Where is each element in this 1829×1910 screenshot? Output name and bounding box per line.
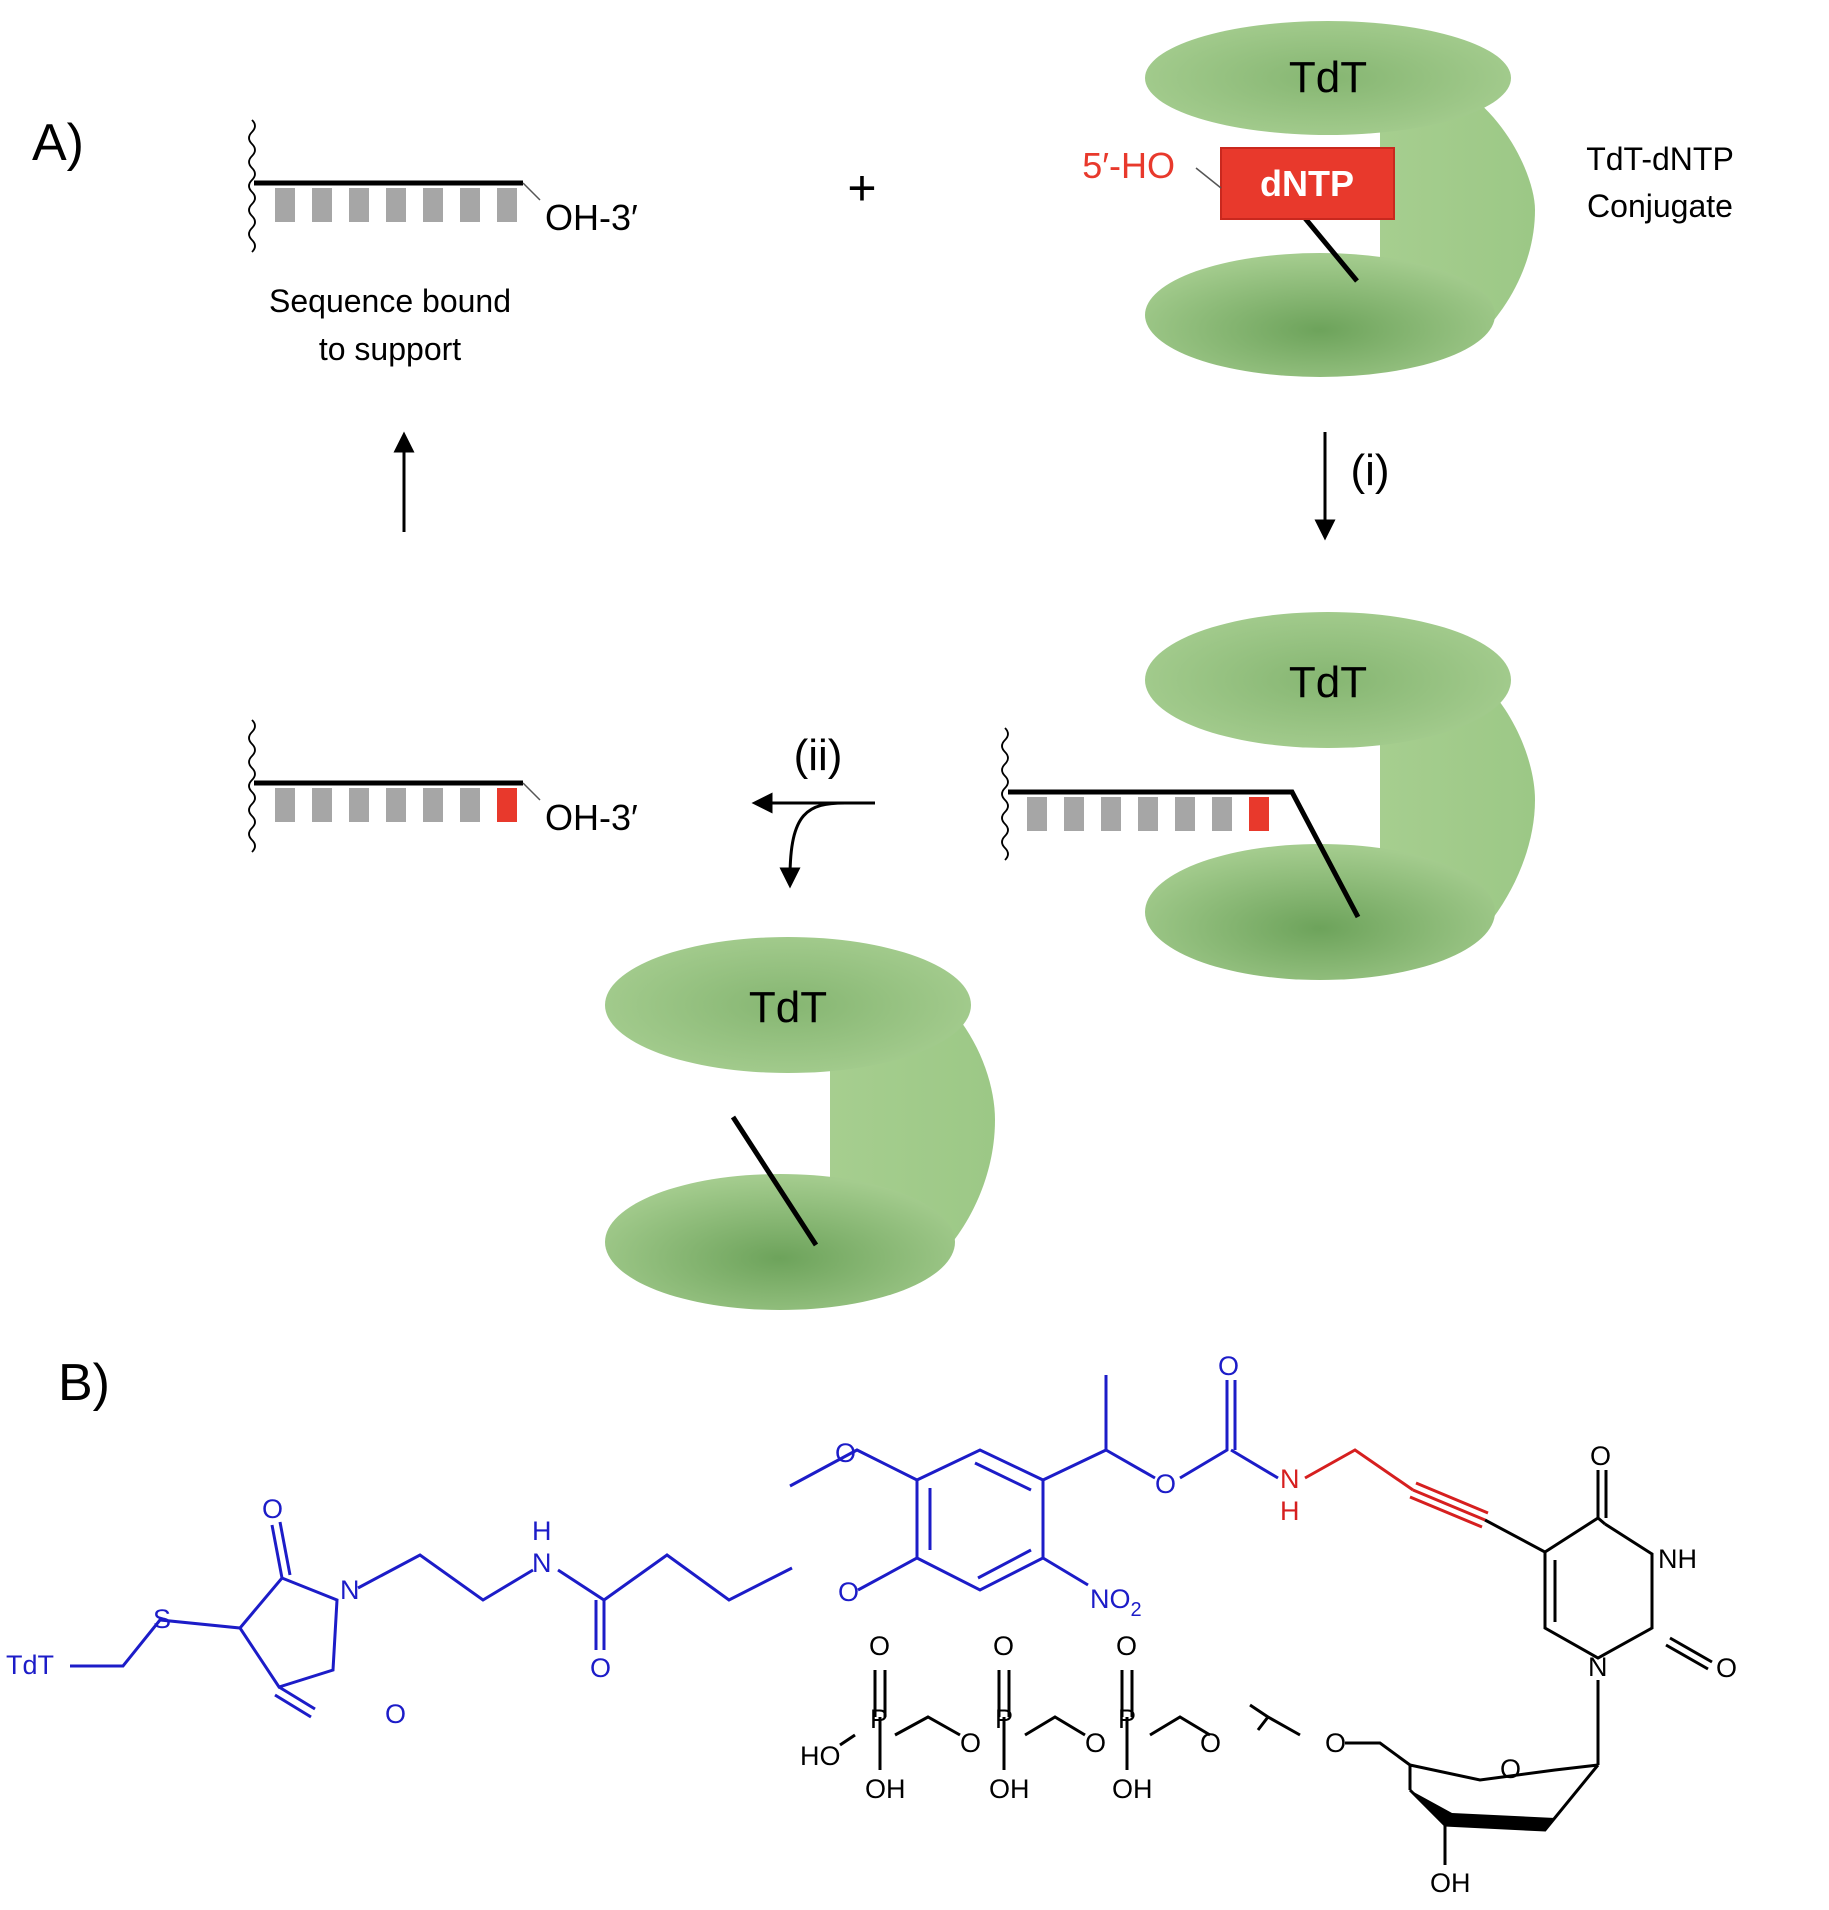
propargyl-bonds xyxy=(1304,1448,1489,1529)
tether-line xyxy=(1275,789,1361,919)
tdt-bottom-lobe xyxy=(605,1174,955,1310)
support-strand-top: OH-3′ Sequence bound to support xyxy=(248,119,638,367)
panel-a-label: A) xyxy=(32,114,84,172)
oxygen-atom: O xyxy=(1218,1351,1239,1381)
nh-atom: NH xyxy=(1658,1544,1697,1574)
support-wavy-line xyxy=(1001,727,1009,861)
base-blocks xyxy=(275,188,517,222)
oxygen-atom: O xyxy=(1085,1728,1106,1758)
phosphorus-atom: P xyxy=(995,1704,1013,1734)
oh3-label-top: OH-3′ xyxy=(545,197,638,238)
tdt-label: TdT xyxy=(749,983,827,1032)
panel-b-label: B) xyxy=(58,1354,110,1412)
nitrogen-atom: N xyxy=(340,1575,360,1605)
step-ii-arrows: (ii) xyxy=(751,731,875,889)
oxygen-atom: O xyxy=(1590,1441,1611,1471)
tdt-top-lobe xyxy=(1145,612,1511,748)
tdt-top-lobe xyxy=(1145,21,1511,135)
plus-sign: + xyxy=(847,160,876,216)
nitrogen-atom: N xyxy=(1588,1652,1608,1682)
oh-connector xyxy=(522,182,541,201)
tdt-bottom-lobe xyxy=(1145,253,1495,377)
oxygen-atom: O xyxy=(993,1631,1014,1661)
tdt-label: TdT xyxy=(1289,658,1367,707)
oxygen-atom: O xyxy=(1200,1728,1221,1758)
hydrogen-atom: H xyxy=(532,1516,552,1546)
new-base-block xyxy=(497,788,517,822)
propargyl-atoms: N H xyxy=(1280,1464,1300,1526)
five-ho-connector xyxy=(1195,167,1222,189)
oxygen-atom: O xyxy=(869,1631,890,1661)
oxygen-atom: O xyxy=(1325,1728,1346,1758)
tdt-label: TdT xyxy=(1289,53,1367,102)
tdt-strand-complex: TdT xyxy=(1001,612,1535,980)
oxygen-atom: O xyxy=(835,1438,856,1468)
hydrogen-atom: H xyxy=(1280,1496,1300,1526)
step-ii-down-arrow xyxy=(779,801,846,889)
support-wavy-line xyxy=(248,119,256,253)
oxygen-atom: O xyxy=(1500,1754,1521,1784)
support-caption-line2: to support xyxy=(319,331,461,367)
tdt-atom: TdT xyxy=(6,1650,54,1680)
sulfur-atom: S xyxy=(153,1604,171,1634)
oxygen-atom: O xyxy=(385,1699,406,1729)
sugar-bold-wedge xyxy=(1410,1790,1555,1830)
nitro-text: NO xyxy=(1090,1584,1131,1614)
oxygen-atom: O xyxy=(838,1577,859,1607)
tether-line xyxy=(1302,215,1359,283)
nitrogen-atom: N xyxy=(532,1548,552,1578)
hydroxyl-atom: OH xyxy=(865,1774,906,1804)
nitro-subscript: 2 xyxy=(1131,1599,1142,1621)
tdt-released: TdT xyxy=(605,937,995,1310)
oxygen-atom: O xyxy=(1716,1653,1737,1683)
conjugate-label-line2: Conjugate xyxy=(1587,188,1733,224)
base-blocks xyxy=(1027,797,1232,831)
hydroxyl-atom: OH xyxy=(1112,1774,1153,1804)
hydroxyl-atom: OH xyxy=(1430,1868,1471,1898)
tdt-top-lobe xyxy=(605,937,971,1073)
nucleotide-bonds xyxy=(839,1470,1713,1865)
support-caption-line1: Sequence bound xyxy=(269,283,511,319)
tether-line xyxy=(730,1115,819,1247)
support-strand-extended: OH-3′ xyxy=(248,719,638,853)
step-ii-label: (ii) xyxy=(794,731,843,780)
hydroxyl-atom: OH xyxy=(989,1774,1030,1804)
phosphorus-atom: P xyxy=(870,1704,888,1734)
linker-bonds xyxy=(70,1375,1279,1719)
dntp-label: dNTP xyxy=(1260,163,1354,204)
nucleotide-atoms: O NH O N O OH O O P OH O O P OH O O O P … xyxy=(800,1441,1737,1898)
oxygen-atom: O xyxy=(960,1728,981,1758)
ho-atom: HO xyxy=(800,1741,841,1771)
base-blocks xyxy=(275,788,480,822)
nitro-atom: NO2 xyxy=(1090,1584,1142,1621)
dntp-box xyxy=(1220,147,1395,220)
five-ho-label: 5′-HO xyxy=(1082,145,1175,186)
linker-atoms: TdT S O O N H N O O O NO2 O O xyxy=(6,1351,1239,1729)
oxygen-atom: O xyxy=(262,1494,283,1524)
step-i-label: (i) xyxy=(1350,446,1389,495)
oxygen-atom: O xyxy=(1116,1631,1137,1661)
chemical-structure: TdT S O O N H N O O O NO2 O O N H O NH O… xyxy=(6,1351,1737,1898)
oxygen-atom: O xyxy=(590,1653,611,1683)
tdt-dntp-conjugate: TdT dNTP 5′-HO TdT-dNTP Conjugate xyxy=(1082,21,1734,377)
phosphorus-atom: P xyxy=(1118,1704,1136,1734)
conjugate-label-line1: TdT-dNTP xyxy=(1586,141,1734,177)
tdt-bottom-lobe xyxy=(1145,844,1495,980)
support-wavy-line xyxy=(248,719,256,853)
new-base-block xyxy=(1249,797,1269,831)
oh-connector xyxy=(522,782,541,801)
oxygen-atom: O xyxy=(1155,1469,1176,1499)
nitrogen-atom: N xyxy=(1280,1464,1300,1494)
oh3-label-extended: OH-3′ xyxy=(545,797,638,838)
